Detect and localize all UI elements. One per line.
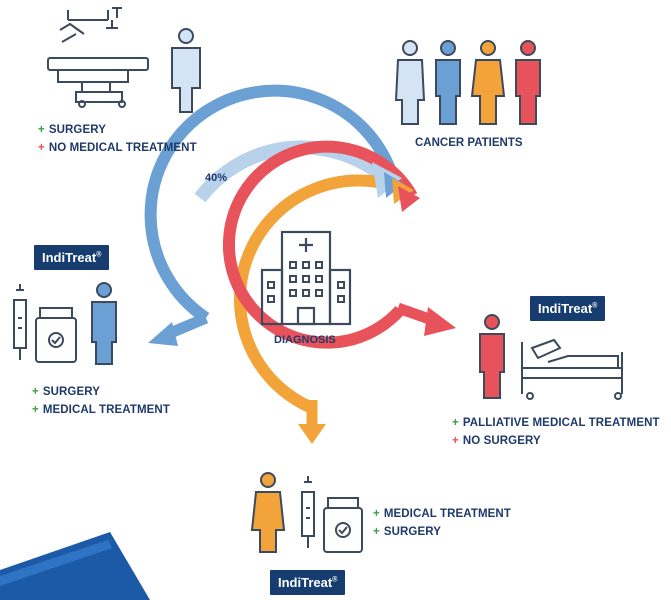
patient-figure-red [515,40,541,125]
plus-sign: + [32,404,39,416]
bottom-option-list: +MEDICAL TREATMENT +SURGERY [373,505,511,541]
patient-figure-blue-left [91,282,117,365]
bottom-orange-arrowhead [298,424,326,444]
orange-arc [234,174,408,414]
percent-label: 40% [205,172,228,184]
left-option-list: +SURGERY +MEDICAL TREATMENT [32,383,170,419]
diagnosis-label: DIAGNOSIS [274,334,336,346]
right-item-2: +NO SURGERY [452,432,660,450]
left-item-1: +SURGERY [32,383,170,401]
patient-figure-light-blue [171,28,201,113]
bottom-item-1: +MEDICAL TREATMENT [373,505,511,523]
syringe-icon-bottom [301,476,315,548]
minus-sign: + [452,435,459,447]
patient-figure-orange [470,40,506,125]
bottom-item-1-text: MEDICAL TREATMENT [383,508,511,520]
right-option-list: +PALLIATIVE MEDICAL TREATMENT +NO SURGER… [452,414,660,450]
bottom-item-2: +SURGERY [373,523,511,541]
patient-figure-orange-bottom [250,472,286,553]
plus-sign: + [38,124,45,136]
inditreat-badge-bottom: IndiTreat® [270,570,346,595]
badge-mark: ® [96,251,102,259]
patient-figure-red-right [479,314,505,399]
left-item-1-text: SURGERY [42,386,100,398]
booklet-corner [0,532,150,600]
left-item-2-text: MEDICAL TREATMENT [42,404,170,416]
badge-text: IndiTreat [278,575,333,590]
bottom-item-2-text: SURGERY [383,526,441,538]
badge-mark: ® [332,576,338,584]
right-item-1-text: PALLIATIVE MEDICAL TREATMENT [462,417,660,429]
hospital-bed-icon [521,338,623,400]
badge-mark: ® [592,302,598,310]
patient-figure-blue [435,40,461,125]
blue-arc [144,84,401,323]
treatment-arcs [144,84,418,414]
cancer-patients-group [394,40,541,125]
plus-sign: + [32,386,39,398]
hospital-icon [260,230,352,326]
medicine-bottle-icon-bottom [323,497,363,553]
patient-figure-light [394,40,426,125]
right-red-arrow-shaft [396,302,434,326]
red-arc [222,140,418,349]
badge-text: IndiTreat [538,301,593,316]
top-left-item-2: +NO MEDICAL TREATMENT [38,139,197,157]
medicine-bottle-icon-left [35,307,77,363]
minus-sign: + [38,142,45,154]
operating-table-icon [47,7,149,108]
cancer-patients-title: CANCER PATIENTS [415,137,523,149]
top-left-item-1: +SURGERY [38,121,197,139]
right-item-1: +PALLIATIVE MEDICAL TREATMENT [452,414,660,432]
left-blue-arrowhead [148,322,178,346]
left-item-2: +MEDICAL TREATMENT [32,401,170,419]
inditreat-badge-right: IndiTreat® [530,296,606,321]
top-left-item-2-text: NO MEDICAL TREATMENT [48,142,197,154]
plus-sign: + [373,526,380,538]
plus-sign: + [373,508,380,520]
red-arrowhead-top [398,186,420,212]
top-left-item-1-text: SURGERY [48,124,106,136]
syringe-icon-left [13,284,27,360]
plus-sign: + [452,417,459,429]
right-item-2-text: NO SURGERY [462,435,541,447]
badge-text: IndiTreat [42,250,97,265]
inditreat-badge-left: IndiTreat® [34,245,110,270]
top-left-option-list: +SURGERY +NO MEDICAL TREATMENT [38,121,197,157]
right-red-arrowhead [424,307,456,336]
